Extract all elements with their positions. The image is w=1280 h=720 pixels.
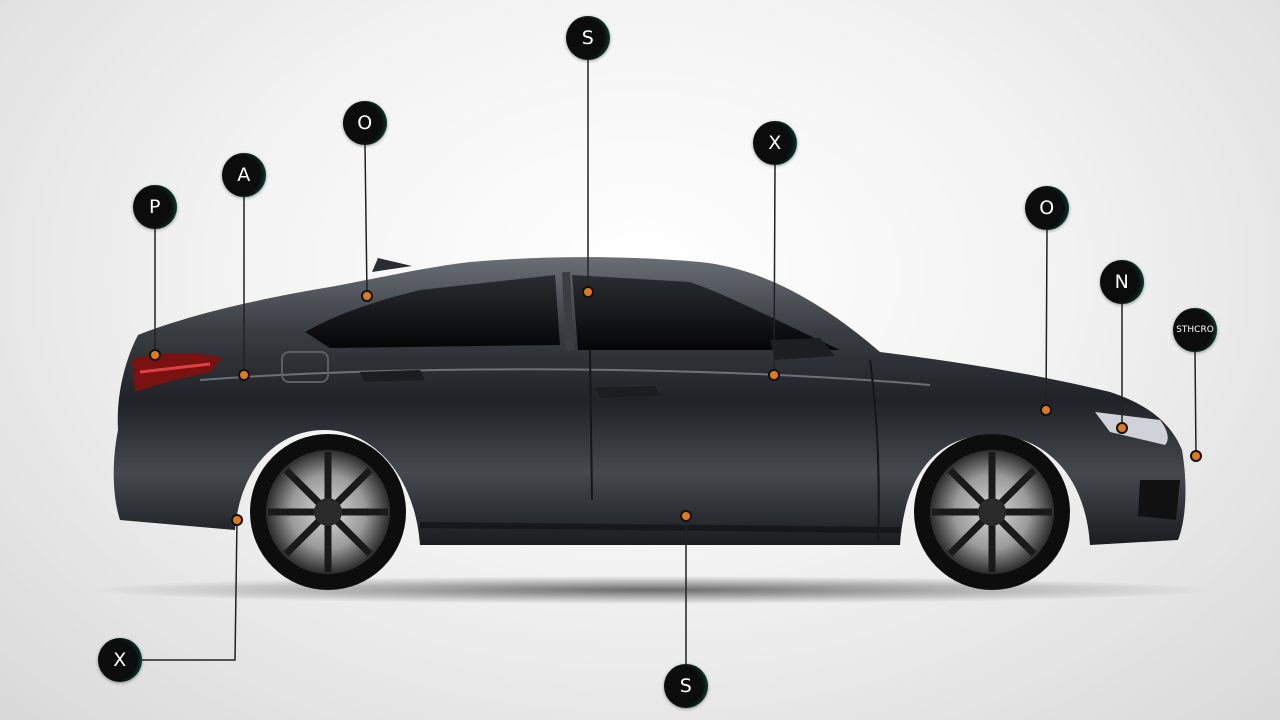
leader-lines (138, 60, 1197, 664)
marker-a[interactable]: A (222, 153, 266, 197)
marker-o2[interactable]: O (1025, 186, 1069, 230)
door-seam (589, 349, 593, 501)
ground-shadow (90, 576, 1210, 604)
marker-sthcro[interactable]: STHCRO (1173, 308, 1217, 352)
front-bumper-vent (1138, 480, 1180, 520)
fuel-door (281, 351, 329, 383)
front-wheel (914, 434, 1070, 590)
marker-a-label: A (237, 164, 251, 186)
headlight (1095, 412, 1168, 445)
marker-p-label: P (149, 196, 161, 218)
tail-light (132, 352, 222, 392)
rear-window (305, 275, 560, 348)
marker-x-top-label: X (768, 132, 782, 154)
antenna (372, 258, 412, 272)
marker-o2-label: O (1039, 197, 1055, 219)
side-mirror (770, 338, 835, 360)
marker-s-bottom-label: S (679, 675, 693, 697)
marker-p[interactable]: P (133, 185, 177, 229)
marker-x-bottom-label: X (113, 649, 127, 671)
front-window (572, 275, 840, 350)
marker-o[interactable]: O (343, 101, 387, 145)
marker-sthcro-label: STHCRO (1176, 325, 1214, 335)
marker-o-label: O (357, 112, 373, 134)
tail-light-highlight (139, 362, 211, 374)
marker-x-bottom[interactable]: X (98, 638, 142, 682)
body-character-line (199, 368, 931, 386)
rear-wheel (250, 434, 406, 590)
marker-s-bottom[interactable]: S (664, 664, 708, 708)
front-door-handle (595, 386, 660, 398)
b-pillar (562, 271, 574, 351)
marker-n-label: N (1114, 271, 1130, 293)
anchor-dots (149, 286, 1202, 526)
marker-n[interactable]: N (1100, 260, 1144, 304)
rear-door-handle (360, 370, 425, 382)
marker-s-top[interactable]: S (566, 16, 610, 60)
marker-x-top[interactable]: X (753, 121, 797, 165)
rocker-panel (419, 522, 901, 533)
door-seam-front (869, 359, 880, 541)
marker-s-top-label: S (581, 27, 595, 49)
